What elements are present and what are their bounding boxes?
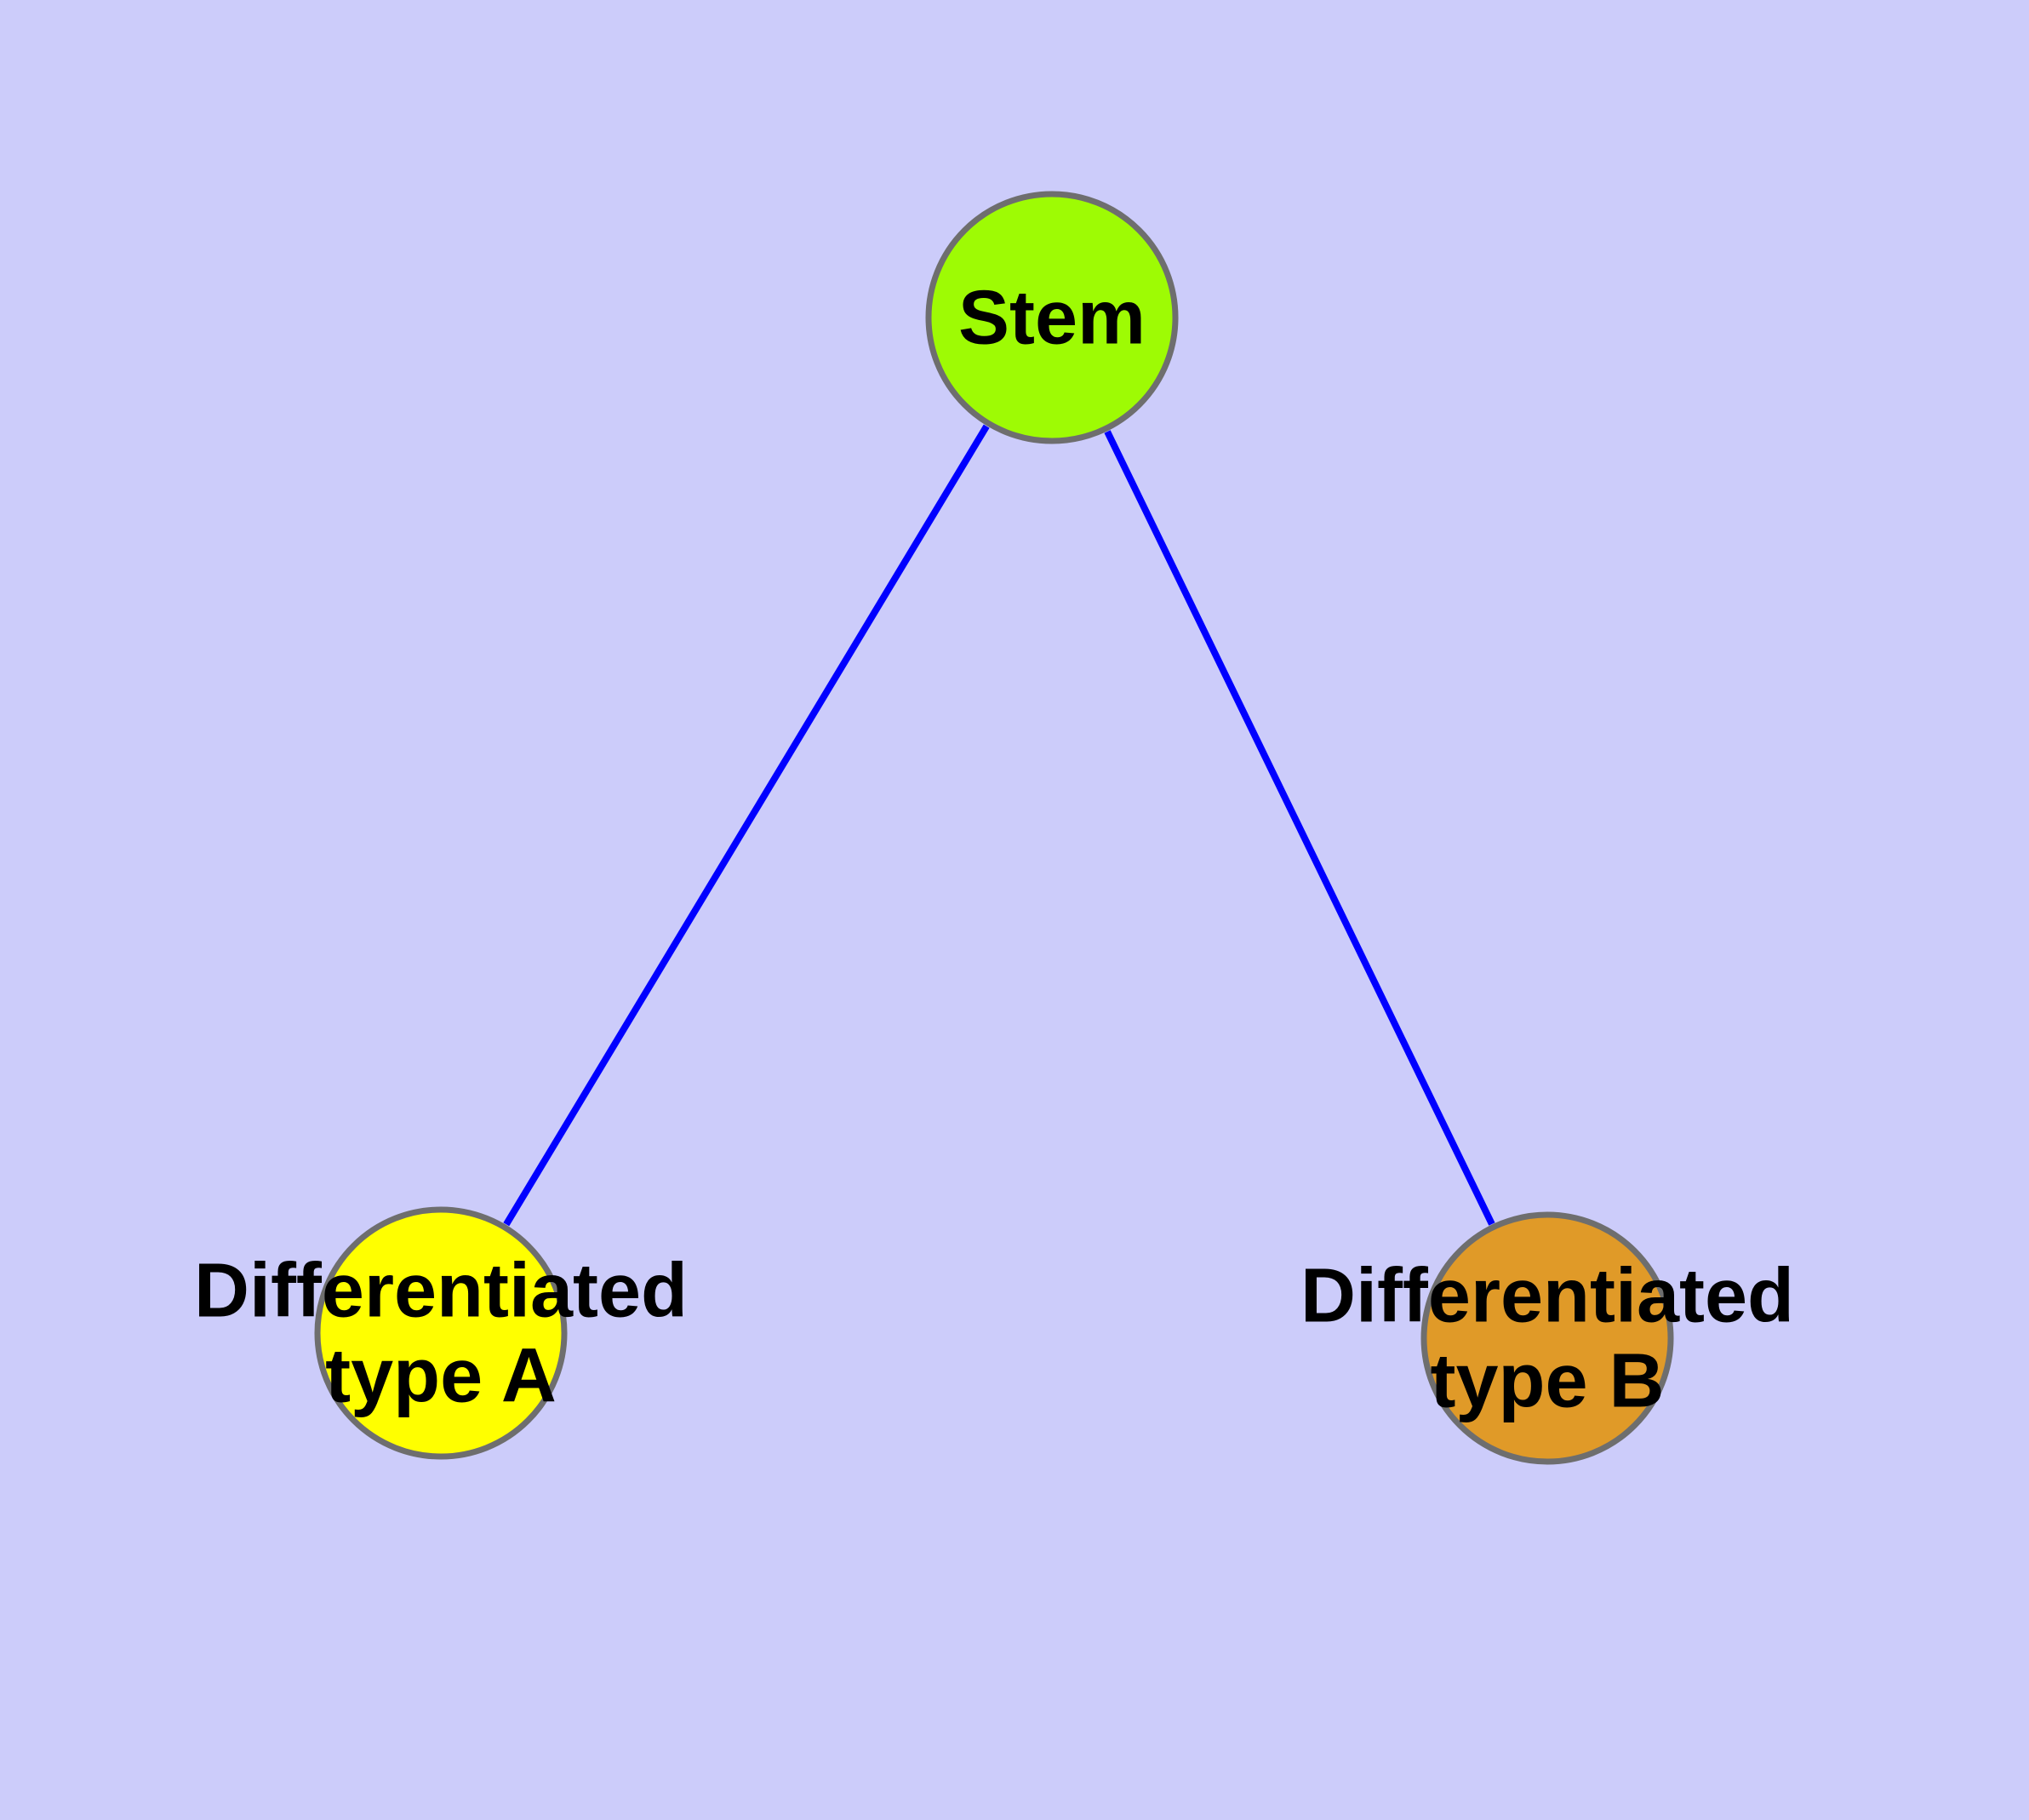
graph-edge-stem-diff_a[interactable] — [503, 424, 990, 1227]
graph-node-stem[interactable] — [925, 191, 1179, 444]
graph-node-diff_a[interactable] — [314, 1206, 568, 1460]
graph-node-label-line: Differentiated — [1300, 1254, 1794, 1339]
graph-edge-stem-diff_b[interactable] — [1104, 430, 1495, 1226]
graph-node-label-line: type A — [325, 1334, 557, 1419]
nodes-layer — [314, 191, 1674, 1465]
graph-node-label-line: Differentiated — [194, 1249, 688, 1334]
graph-node-diff_b[interactable] — [1420, 1211, 1674, 1465]
graph-node-label-stem: Stem — [958, 276, 1146, 361]
graph-node-label-line: Stem — [958, 276, 1146, 361]
edges-layer — [503, 424, 1495, 1227]
graph-node-label-line: type B — [1430, 1339, 1664, 1424]
